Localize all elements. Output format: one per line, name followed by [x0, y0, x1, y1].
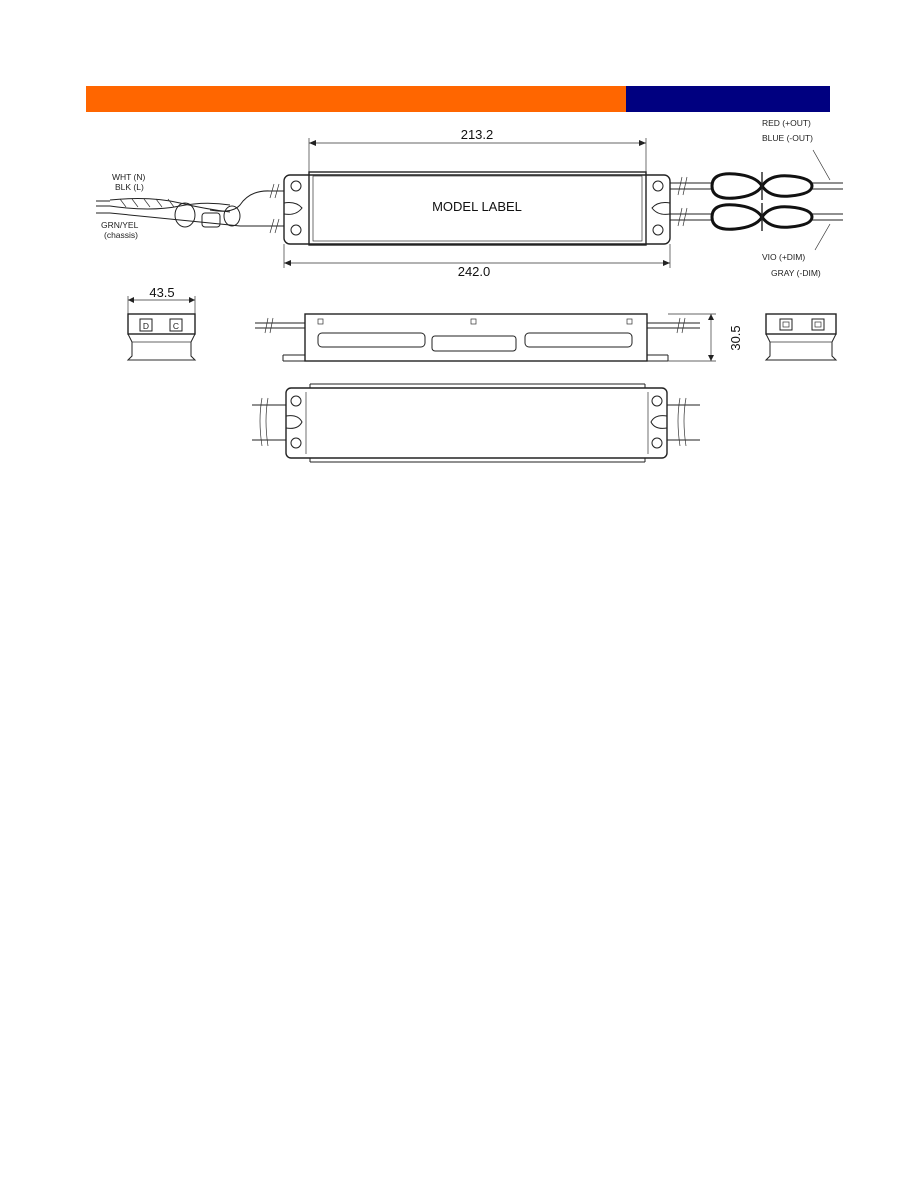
dim-arrow-bottom: [708, 355, 714, 361]
dim-arrow-top: [708, 314, 714, 320]
wire-break-mark: [676, 317, 686, 334]
end-cap-body: [764, 333, 838, 361]
mount-hole: [652, 224, 664, 236]
end-cap-top: [765, 313, 837, 335]
mount-hole: [651, 437, 663, 449]
top-view: 213.2 MODEL LABEL 242.0: [96, 118, 843, 279]
wire-label-line: BLK (L): [115, 182, 144, 192]
mount-hole: [290, 224, 302, 236]
ferrite-core: [201, 212, 221, 228]
mount-hole: [651, 395, 663, 407]
wire-break-mark: [677, 176, 688, 196]
twist-marks: [119, 198, 175, 208]
dim-label-width: 213.2: [461, 127, 494, 142]
mount-slot: [650, 415, 668, 429]
mount-hole: [290, 180, 302, 192]
dim-label-height: 30.5: [728, 325, 743, 350]
wire-coil: [710, 203, 764, 231]
wire-coil: [760, 174, 814, 198]
header-bar: [86, 86, 830, 112]
dim-arrow-right: [639, 140, 646, 146]
bottom-plate: [285, 387, 668, 459]
dim-arrow-right: [189, 297, 195, 303]
dim-arrow-right: [663, 260, 670, 266]
wire-port: [139, 318, 153, 332]
mount-hole: [652, 180, 664, 192]
side-rivet: [317, 318, 324, 325]
wire-break-mark: [259, 397, 269, 447]
wire-break-mark: [677, 397, 687, 447]
side-view: 30.5: [255, 313, 743, 362]
wire-port: [779, 318, 793, 331]
housing-body: [308, 171, 647, 246]
ground-wire: [109, 212, 241, 227]
dim-arrow-left: [284, 260, 291, 266]
dim-label-width: 43.5: [149, 285, 174, 300]
wire-break-mark: [269, 218, 280, 234]
bottom-view: [252, 383, 700, 463]
end-cap-top: [127, 313, 196, 335]
port-mark: C: [173, 321, 179, 331]
mount-slot: [285, 415, 303, 429]
side-vent-slot: [317, 332, 426, 348]
wire-break-mark: [677, 207, 688, 227]
wire-label-vio: VIO (+DIM): [762, 252, 805, 262]
wire-coil: [760, 205, 814, 229]
wire-label-neutral: WHT (N): [112, 172, 146, 182]
leader-line: [814, 223, 831, 251]
header-navy-segment: [626, 86, 830, 112]
label-area: [312, 175, 643, 242]
twisted-wire: [109, 202, 231, 210]
side-rivet: [626, 318, 633, 325]
wire-break-mark: [269, 183, 280, 199]
mount-slot: [651, 202, 671, 215]
right-end-view: [764, 313, 838, 361]
wire-loop: [223, 205, 241, 227]
mount-slot: [283, 202, 303, 215]
housing-plate: [283, 174, 671, 245]
wire-port-inner: [814, 321, 822, 328]
dim-label-length: 242.0: [458, 264, 491, 279]
mount-hole: [290, 437, 302, 449]
wire-port: [169, 318, 183, 332]
dim-arrow-left: [309, 140, 316, 146]
wire-coil: [710, 172, 764, 200]
wire-break-mark: [264, 317, 274, 334]
wire-port: [811, 318, 825, 331]
end-cap-body: [126, 333, 197, 361]
wire-loop: [174, 202, 196, 228]
side-label-window: [431, 335, 517, 352]
wire-port-inner: [782, 321, 790, 328]
port-mark: D: [143, 321, 149, 331]
wire-label-gray: GRAY (-DIM): [771, 268, 821, 278]
twisted-wire: [109, 198, 231, 213]
header-orange-segment: [86, 86, 626, 112]
left-end-view: 43.5 D C: [126, 285, 197, 361]
leader-line: [812, 149, 831, 181]
input-wire: [209, 190, 284, 212]
side-vent-slot: [524, 332, 633, 348]
side-rivet: [470, 318, 477, 325]
dim-arrow-left: [128, 297, 134, 303]
mount-hole: [290, 395, 302, 407]
wire-label-red: RED (+OUT): [762, 118, 811, 128]
wire-label-ground-note: (chassis): [104, 230, 138, 240]
wire-label-blue: BLUE (-OUT): [762, 133, 813, 143]
model-label: MODEL LABEL: [432, 199, 522, 214]
wire-label-ground: GRN/YEL: [101, 220, 139, 230]
